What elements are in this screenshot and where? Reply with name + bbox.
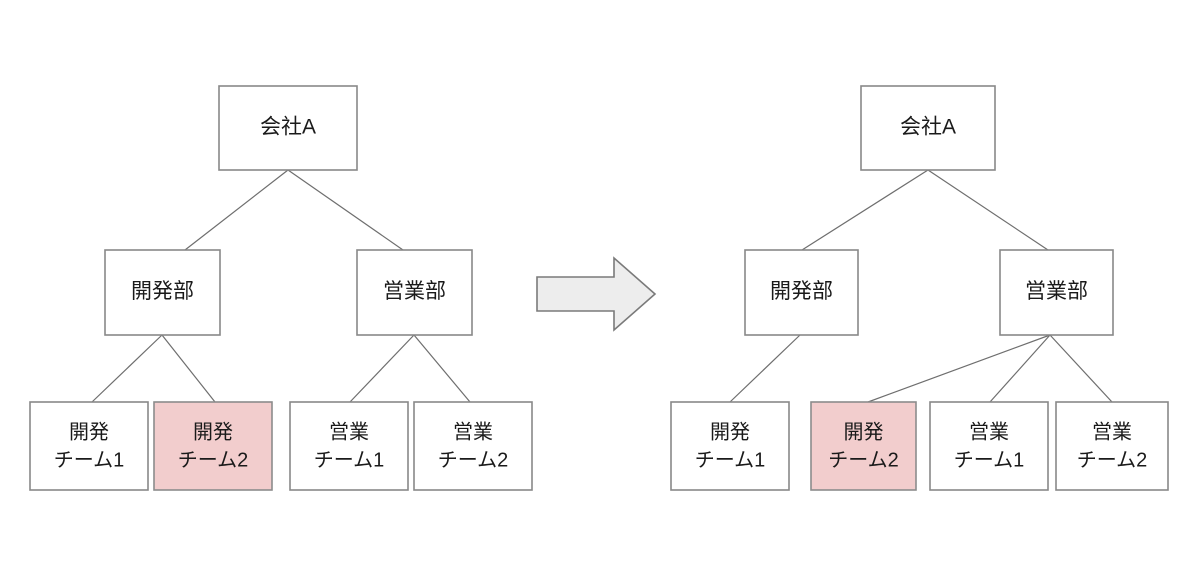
node-dev-dept[interactable]: 開発部 xyxy=(744,249,859,336)
node-label-company: 会社A xyxy=(900,116,956,139)
node-box-sales-dept[interactable] xyxy=(999,249,1114,336)
node-company[interactable]: 会社A xyxy=(860,85,996,171)
node-box-sales-team-2[interactable] xyxy=(1055,401,1169,491)
edge-company-to-dev-dept xyxy=(184,169,289,251)
edge-sales-dept-to-sales-team-2 xyxy=(413,334,471,403)
node-label-sales-team-1: 営業 xyxy=(969,420,1009,443)
edge-company-to-sales-dept xyxy=(287,169,404,251)
node-label-dev-team-2: 開発 xyxy=(844,420,884,443)
node-box-sales-team-1[interactable] xyxy=(289,401,409,491)
node-label-dev-team-1-line2: チーム1 xyxy=(695,449,766,471)
before-nodes-group: 会社A開発部営業部開発チーム1開発チーム2営業チーム1営業チーム2 xyxy=(29,85,533,491)
edge-sales-dept-to-dev-team-2 xyxy=(867,334,1051,403)
after-org-tree: 会社A開発部営業部開発チーム1開発チーム2営業チーム1営業チーム2 xyxy=(670,85,1169,491)
node-label-sales-team-1: 営業 xyxy=(329,420,369,443)
edge-dev-dept-to-dev-team-1 xyxy=(729,334,801,403)
node-dev-dept[interactable]: 開発部 xyxy=(104,249,221,336)
node-label-sales-team-1-line2: チーム1 xyxy=(314,449,385,471)
edge-company-to-sales-dept xyxy=(927,169,1049,251)
edge-dev-dept-to-dev-team-2 xyxy=(161,334,216,403)
after-nodes-group: 会社A開発部営業部開発チーム1開発チーム2営業チーム1営業チーム2 xyxy=(670,85,1169,491)
after-edges-group xyxy=(729,169,1113,403)
node-box-dev-team-1[interactable] xyxy=(29,401,149,491)
node-sales-dept[interactable]: 営業部 xyxy=(356,249,473,336)
node-sales-dept[interactable]: 営業部 xyxy=(999,249,1114,336)
before-edges-group xyxy=(91,169,471,403)
node-label-sales-team-1-line2: チーム1 xyxy=(954,449,1025,471)
node-box-dev-dept[interactable] xyxy=(744,249,859,336)
node-label-dev-dept: 開発部 xyxy=(770,280,833,303)
node-label-sales-dept: 営業部 xyxy=(383,280,446,303)
node-box-dev-team-2[interactable] xyxy=(153,401,273,491)
node-label-dev-dept: 開発部 xyxy=(131,280,194,303)
node-label-company: 会社A xyxy=(260,116,316,139)
right-arrow-icon xyxy=(536,256,657,332)
node-label-dev-team-2-line2: チーム2 xyxy=(178,449,249,471)
node-company[interactable]: 会社A xyxy=(218,85,358,171)
node-label-dev-team-1: 開発 xyxy=(710,420,750,443)
edge-sales-dept-to-sales-team-1 xyxy=(349,334,415,403)
node-label-sales-team-2-line2: チーム2 xyxy=(1077,449,1148,471)
edge-dev-dept-to-dev-team-1 xyxy=(91,334,163,403)
node-box-dev-team-1[interactable] xyxy=(670,401,790,491)
node-box-sales-team-2[interactable] xyxy=(413,401,533,491)
node-box-sales-team-1[interactable] xyxy=(929,401,1049,491)
before-org-tree: 会社A開発部営業部開発チーム1開発チーム2営業チーム1営業チーム2 xyxy=(29,85,533,491)
node-label-dev-team-2-line2: チーム2 xyxy=(828,449,899,471)
node-label-sales-team-2-line2: チーム2 xyxy=(438,449,509,471)
node-label-sales-dept: 営業部 xyxy=(1025,280,1088,303)
node-box-sales-dept[interactable] xyxy=(356,249,473,336)
edge-sales-dept-to-sales-team-1 xyxy=(989,334,1051,403)
node-label-dev-team-1: 開発 xyxy=(69,420,109,443)
edge-company-to-dev-dept xyxy=(801,169,929,251)
node-box-dev-team-2[interactable] xyxy=(810,401,917,491)
node-box-company[interactable] xyxy=(860,85,996,171)
node-label-dev-team-1-line2: チーム1 xyxy=(54,449,125,471)
edge-sales-dept-to-sales-team-2 xyxy=(1049,334,1113,403)
node-label-dev-team-2: 開発 xyxy=(193,420,233,443)
node-label-sales-team-2: 営業 xyxy=(453,420,493,443)
node-box-company[interactable] xyxy=(218,85,358,171)
node-label-sales-team-2: 営業 xyxy=(1092,420,1132,443)
node-box-dev-dept[interactable] xyxy=(104,249,221,336)
